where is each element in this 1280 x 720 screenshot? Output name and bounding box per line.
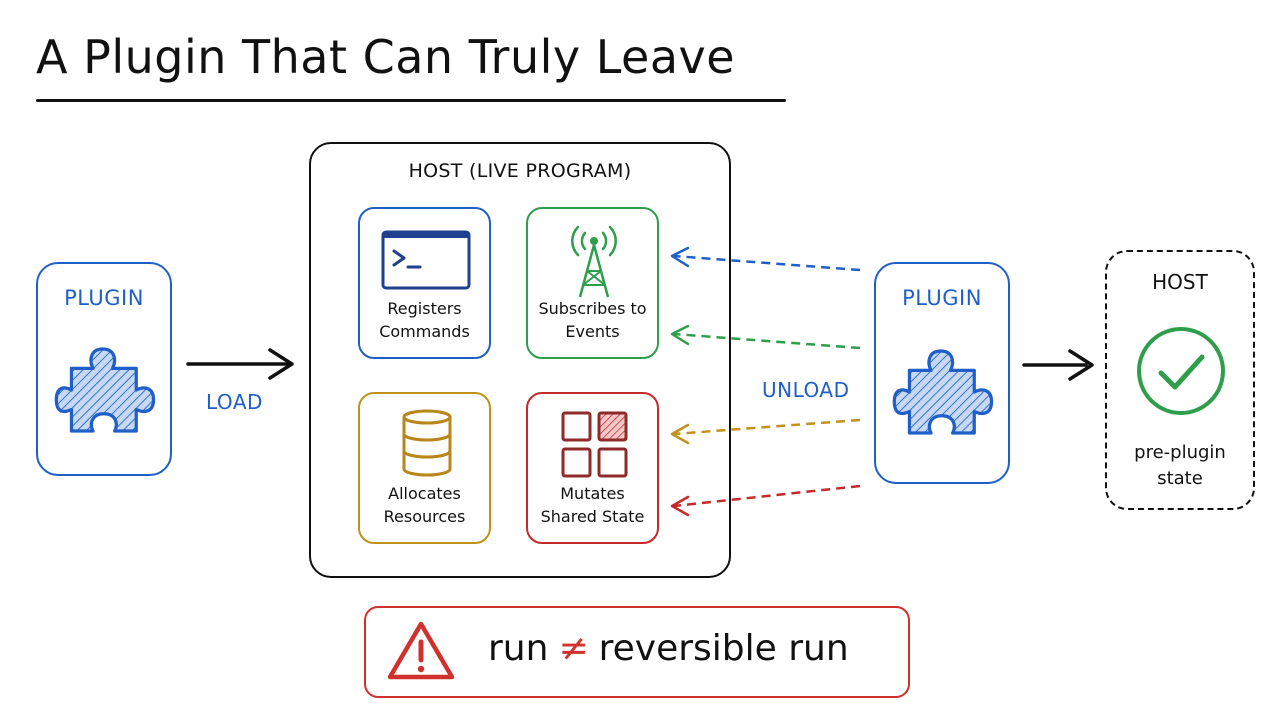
warning-right: reversible run	[598, 628, 849, 669]
result-line2: state	[1157, 468, 1203, 489]
card-mutates-shared-state: Mutates Shared State	[526, 392, 659, 544]
not-equal-symbol: ≠	[558, 628, 589, 669]
check-circle-icon	[1137, 327, 1225, 415]
load-label: LOAD	[206, 390, 263, 414]
host-box	[309, 142, 731, 578]
load-arrow	[186, 348, 294, 380]
card-registers-commands: Registers Commands	[358, 207, 491, 359]
result-host-title: HOST	[1152, 270, 1208, 294]
result-line1: pre-plugin	[1134, 442, 1226, 463]
antenna-icon	[571, 225, 617, 298]
title-underline	[36, 99, 786, 102]
card-line2: Commands	[379, 322, 470, 341]
card-allocates-resources: Allocates Resources	[358, 392, 491, 544]
host-title: HOST (LIVE PROGRAM)	[408, 160, 632, 182]
card-subscribes-events: Subscribes to Events	[526, 207, 659, 359]
card-line2: Resources	[383, 507, 466, 526]
right-plugin-box: PLUGIN	[874, 262, 1010, 484]
left-plugin-label: PLUGIN	[64, 286, 144, 310]
warning-box	[364, 606, 910, 698]
page-title: A Plugin That Can Truly Leave	[36, 30, 736, 84]
card-line1: Mutates	[560, 484, 625, 503]
puzzle-icon	[54, 347, 156, 433]
card-line2: Shared State	[540, 507, 645, 526]
result-arrow	[1022, 349, 1094, 381]
warning-left: run	[488, 628, 549, 669]
card-line2: Events	[565, 322, 620, 341]
card-line1: Allocates	[388, 484, 461, 503]
grid-icon	[561, 411, 628, 478]
card-line1: Subscribes to	[538, 299, 647, 318]
result-state-text: pre-plugin state	[1105, 440, 1255, 492]
database-icon	[402, 409, 452, 477]
warning-text: run≠reversible run	[488, 628, 849, 669]
right-plugin-label: PLUGIN	[902, 286, 982, 310]
left-plugin-box: PLUGIN	[36, 262, 172, 476]
terminal-icon	[381, 230, 471, 290]
puzzle-icon	[892, 349, 994, 435]
warning-icon	[387, 621, 455, 680]
card-line1: Registers	[387, 299, 462, 318]
unload-label: UNLOAD	[762, 378, 850, 402]
